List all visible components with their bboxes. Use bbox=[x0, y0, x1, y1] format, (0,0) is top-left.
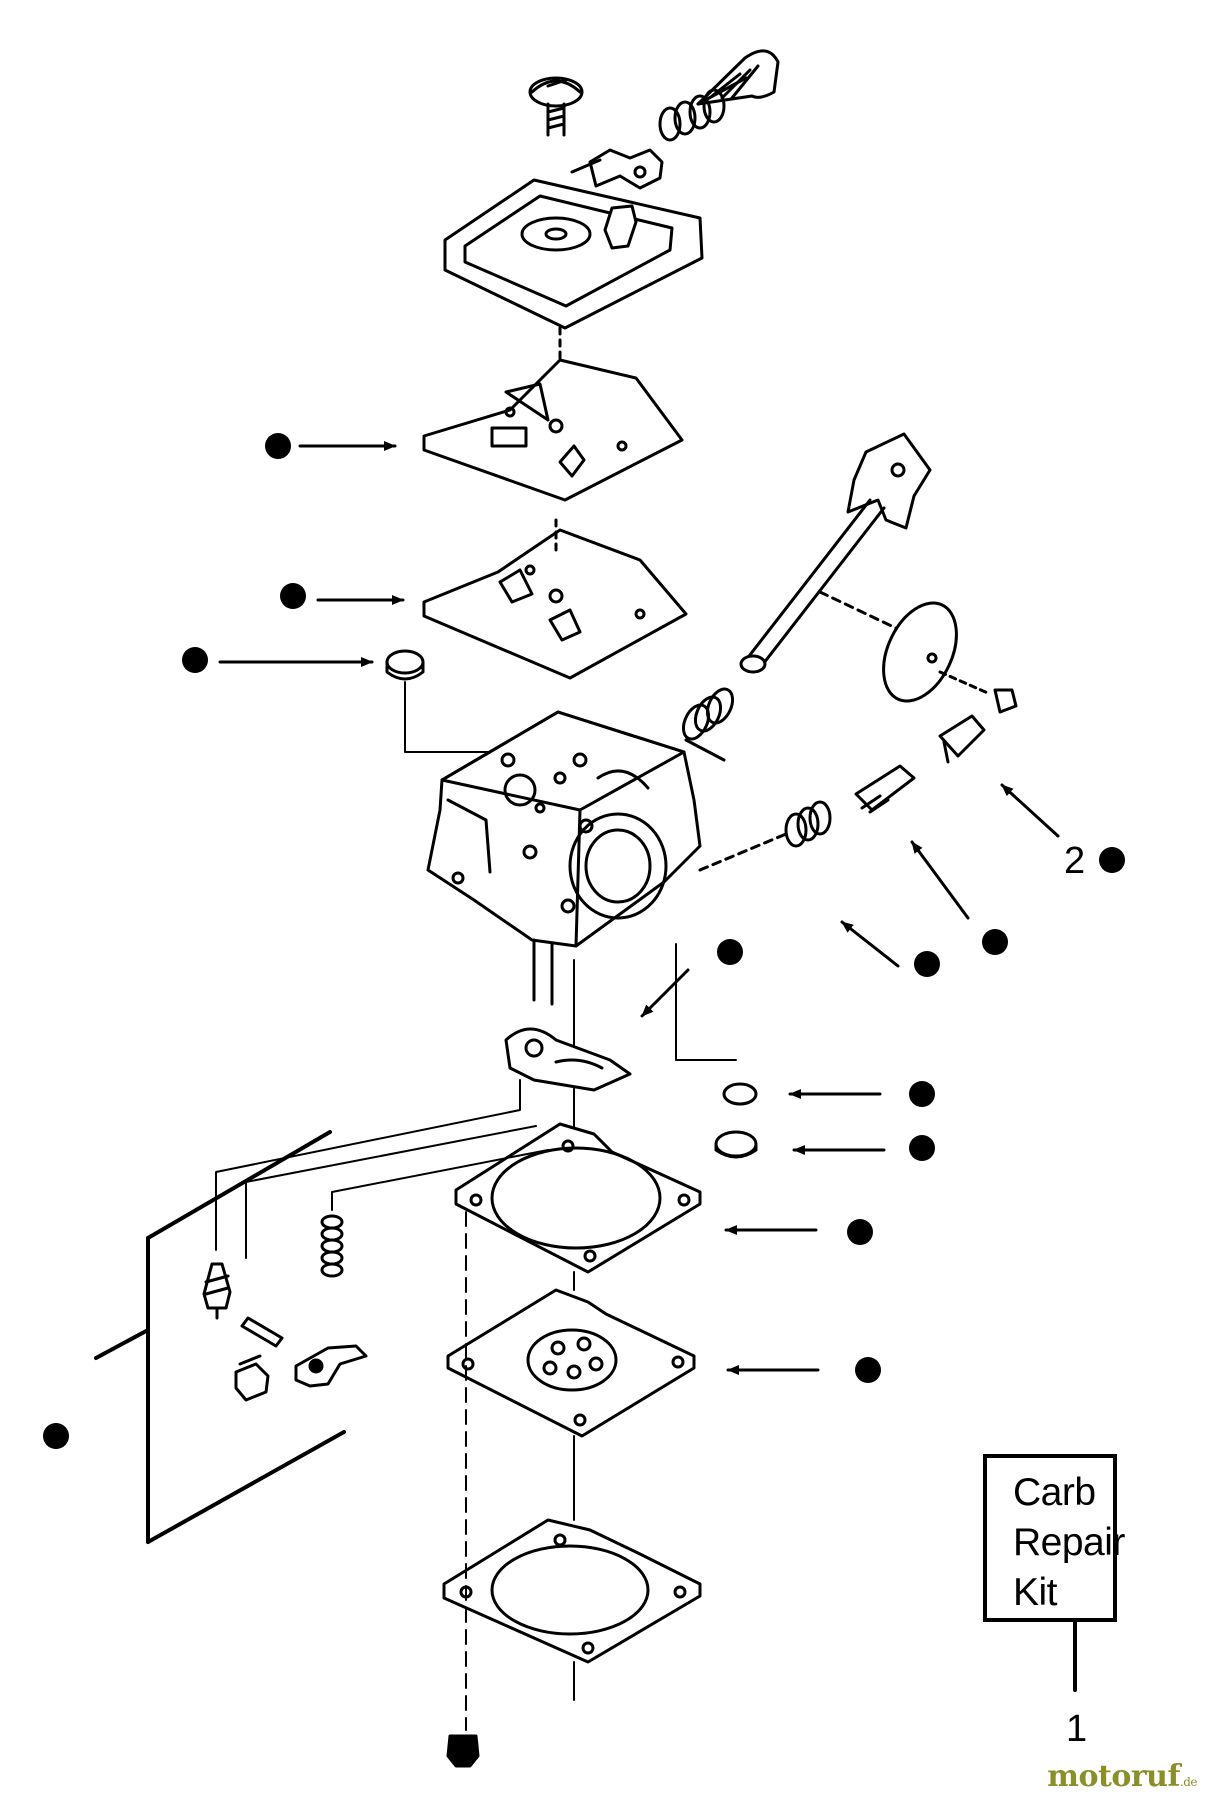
throttle-plate bbox=[882, 601, 1018, 714]
inlet-screen-arc bbox=[504, 1027, 632, 1092]
idle-needle bbox=[696, 49, 780, 106]
kit-bullet-pump-gasket bbox=[847, 1219, 873, 1245]
metering-lever-arm bbox=[294, 1344, 368, 1388]
kit-bullet-screen bbox=[717, 939, 743, 965]
kit-bullet-pump-diaphragm bbox=[855, 1357, 881, 1383]
top-screw bbox=[528, 76, 584, 137]
kit-line-2: Repair bbox=[1013, 1521, 1125, 1564]
kit-ref-number: 1 bbox=[1066, 1708, 1088, 1750]
lever-pin bbox=[240, 1316, 284, 1348]
carb-repair-kit-label: Carb Repair Kit bbox=[1013, 1468, 1125, 1618]
metering-lever bbox=[570, 148, 664, 190]
kit-bullet-choke-kit bbox=[1099, 847, 1125, 873]
metering-diaphragm-gasket bbox=[422, 358, 684, 502]
watermark[interactable]: motoruf.de bbox=[1047, 1759, 1197, 1794]
metering-cover bbox=[443, 178, 704, 362]
bottom-screw bbox=[446, 1734, 480, 1768]
throttle-shaft bbox=[739, 432, 932, 674]
kit-bullet-metering-gasket bbox=[280, 583, 306, 609]
watermark-suffix: .de bbox=[1179, 1775, 1198, 1789]
kit-bullet-needle bbox=[982, 929, 1008, 955]
kit-bullets bbox=[43, 433, 1125, 1449]
lever-spring bbox=[320, 1214, 344, 1278]
callout-arrows bbox=[218, 441, 1060, 1375]
kit-bullet-check-valve bbox=[182, 647, 208, 673]
kit-line-1: Carb bbox=[1013, 1471, 1096, 1514]
kit-bullet-disc-small bbox=[909, 1081, 935, 1107]
lever-screw bbox=[234, 1354, 270, 1402]
pump-diaphragm bbox=[446, 1288, 696, 1438]
needle-spring bbox=[658, 88, 726, 142]
kit-bullet-lever-group bbox=[43, 1423, 69, 1449]
check-valve bbox=[385, 649, 521, 761]
choke-kit-number: 2 bbox=[1064, 840, 1086, 882]
inlet-needle bbox=[202, 1262, 232, 1320]
choke-part bbox=[938, 714, 986, 764]
pump-disc-large bbox=[714, 1130, 758, 1159]
metering-gasket bbox=[422, 518, 688, 680]
carb-repair-kit-box bbox=[983, 1454, 1117, 1622]
kit-bullet-spring bbox=[914, 951, 940, 977]
mixture-spring bbox=[698, 800, 832, 872]
kit-bullet-diaphragm bbox=[265, 433, 291, 459]
mixture-needle bbox=[854, 764, 916, 814]
throttle-spring bbox=[681, 687, 735, 762]
kit-bracket bbox=[94, 1130, 346, 1544]
pump-disc-small bbox=[722, 1082, 758, 1106]
kit-line-3: Kit bbox=[1013, 1571, 1058, 1614]
kit-bullet-disc-large bbox=[909, 1135, 935, 1161]
pump-cover bbox=[442, 1518, 702, 1664]
watermark-name: motoruf bbox=[1047, 1759, 1180, 1794]
pump-gasket bbox=[454, 1122, 702, 1274]
carburetor-body bbox=[426, 710, 702, 948]
